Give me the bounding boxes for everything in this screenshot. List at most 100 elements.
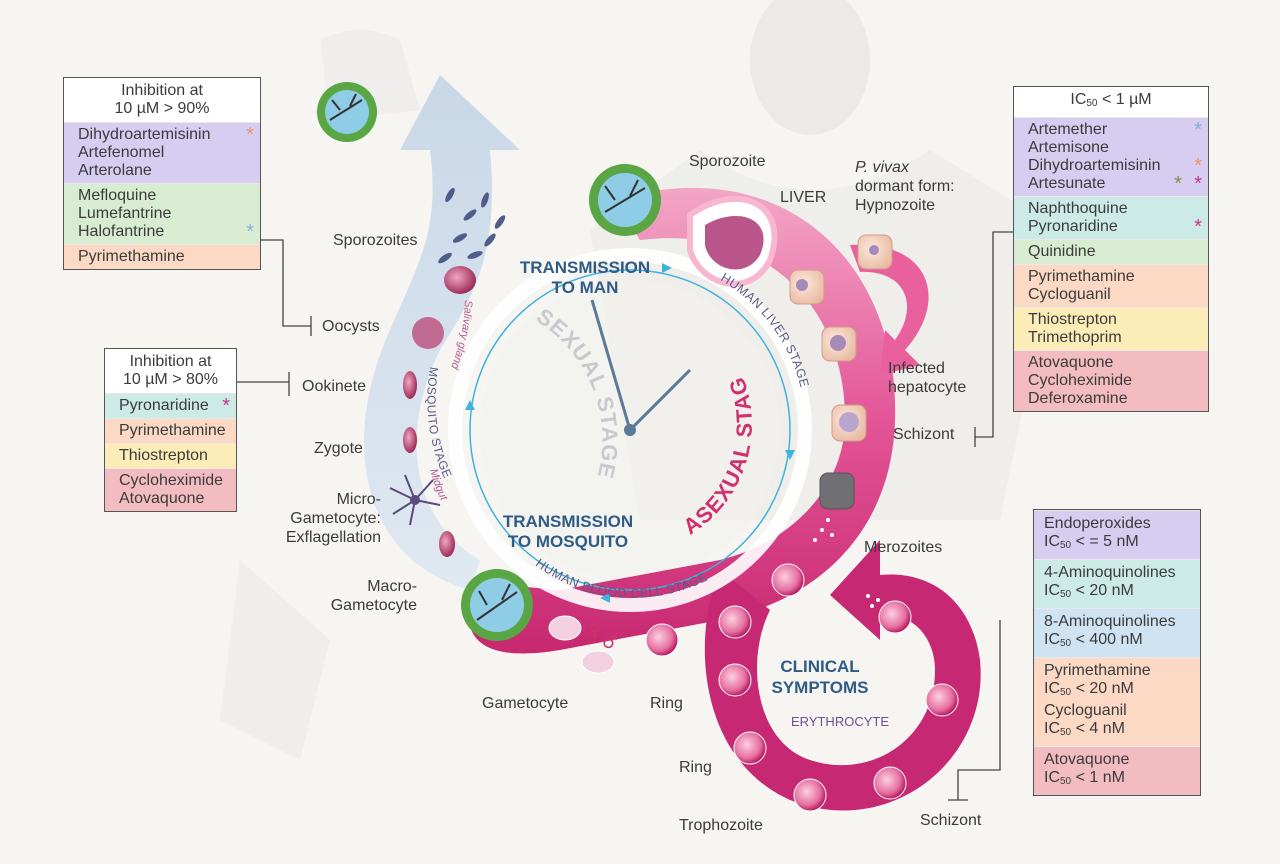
female-symbol: ♀ xyxy=(588,620,601,641)
drug-name: Deferoxamine xyxy=(1028,390,1128,407)
drug-name: Pyrimethamine xyxy=(119,422,226,439)
drug-class-name: Cycloguanil xyxy=(1044,702,1127,719)
drug-name: Naphthoquine xyxy=(1028,200,1128,217)
label-ookinete: Ookinete xyxy=(302,378,367,395)
drug-name: Halofantrine* xyxy=(78,221,254,243)
ic50-value: IC50 < 400 nM xyxy=(1044,631,1143,649)
ic50-value: IC50 < 20 nM xyxy=(1044,582,1134,600)
drug-name: Mefloquine xyxy=(78,187,157,204)
ic50-value: IC50 < 1 nM xyxy=(1044,769,1125,787)
label-ring-2: Ring xyxy=(679,759,712,776)
mosquito-icon-top xyxy=(317,82,377,142)
ring-arrowheads xyxy=(465,263,795,603)
drug-name: Arterolane xyxy=(78,162,152,179)
drug-class-name: 4-Aminoquinolines xyxy=(1044,564,1176,581)
hypnozoite-arrow xyxy=(850,244,929,375)
drug-class-name: Atovaquone xyxy=(1044,751,1130,768)
drug-name: Quinidine xyxy=(1028,243,1096,260)
drug-name: Artemether* xyxy=(1028,119,1202,141)
drug-class-name: Pyrimethamine xyxy=(1044,662,1151,679)
sporozoite-swarm xyxy=(438,187,506,264)
drug-group: Quinidine xyxy=(1014,239,1208,264)
drug-group: Pyrimethamine xyxy=(105,418,236,443)
drug-group: Pyronaridine* xyxy=(105,393,236,418)
label-gametocyte: Gametocyte xyxy=(482,695,569,712)
drug-name: Pyrimethamine xyxy=(1028,268,1135,285)
drug-class-name: 8-Aminoquinolines xyxy=(1044,613,1176,630)
label-sporozoites: Sporozoites xyxy=(333,232,418,249)
box-header: IC50 < 1 µM xyxy=(1014,87,1208,117)
asterisk-icon: * xyxy=(1194,173,1202,195)
mosquito-icon-mosquito xyxy=(461,569,533,641)
drug-name: Pyrimethamine xyxy=(78,248,185,265)
drug-name: Artesunate** xyxy=(1028,173,1202,195)
ic50-value: IC50 < 20 nM xyxy=(1044,680,1134,698)
drug-name: Trimethoprim xyxy=(1028,329,1122,346)
male-symbol: ♂ xyxy=(602,632,618,653)
label-schizont-liver: Schizont xyxy=(893,426,955,443)
inner-white-ring xyxy=(448,248,812,612)
label-trophozoite: Trophozoite xyxy=(679,817,763,834)
ic50-value: IC50 < 4 nM xyxy=(1044,720,1125,738)
drug-group: Thiostrepton xyxy=(105,443,236,468)
label-liver: LIVER xyxy=(780,189,827,206)
label-ring-1: Ring xyxy=(650,695,683,712)
drug-name: Artemisone xyxy=(1028,139,1109,156)
drug-group: Pyrimethamine xyxy=(64,244,260,269)
label-zygote: Zygote xyxy=(314,440,363,457)
drug-name: Cycloguanil xyxy=(1028,286,1111,303)
asterisk-icon: * xyxy=(1194,155,1202,177)
label-oocysts: Oocysts xyxy=(322,318,380,335)
hepatocyte-cells xyxy=(789,234,893,510)
drug-name: Pyronaridine* xyxy=(1028,216,1202,238)
asterisk-icon: * xyxy=(1174,173,1182,195)
drug-name: Thiostrepton xyxy=(119,447,208,464)
drug-name: Dihydroartemisinin* xyxy=(78,124,254,146)
asterisk-icon: * xyxy=(246,124,254,146)
merozoite-dots xyxy=(813,518,880,608)
asexual-stage-band xyxy=(468,187,896,654)
connector-lines xyxy=(236,231,1013,801)
asterisk-icon: * xyxy=(222,395,230,417)
clinical-symptoms-loop xyxy=(704,540,981,811)
asterisk-icon: * xyxy=(1194,119,1202,141)
drug-name: Dihydroartemisinin* xyxy=(1028,155,1202,177)
label-schizont-blood: Schizont xyxy=(920,812,982,829)
drug-name: Artefenomel xyxy=(78,144,165,161)
asterisk-icon: * xyxy=(246,221,254,243)
label-merozoites: Merozoites xyxy=(864,539,943,556)
drug-name: Atovaquone xyxy=(119,490,205,507)
label-micro-gametocyte: Micro-Gametocyte:Exflagellation xyxy=(285,491,381,546)
inner-cycle-ring xyxy=(469,269,791,591)
drug-name: Atovaquone xyxy=(1028,354,1114,371)
mosquito-icon-man xyxy=(589,164,661,236)
label-erythrocyte: ERYTHROCYTE xyxy=(791,714,889,729)
ic50-value: IC50 < = 5 nM xyxy=(1044,533,1139,551)
label-macro-gametocyte: Macro-Gametocyte xyxy=(330,578,417,614)
drug-name: Cycloheximide xyxy=(119,472,224,489)
central-clock xyxy=(480,280,780,580)
label-sporozoite: Sporozoite xyxy=(689,153,766,170)
drug-name: Cycloheximide xyxy=(1028,372,1133,389)
asterisk-icon: * xyxy=(1194,216,1202,238)
